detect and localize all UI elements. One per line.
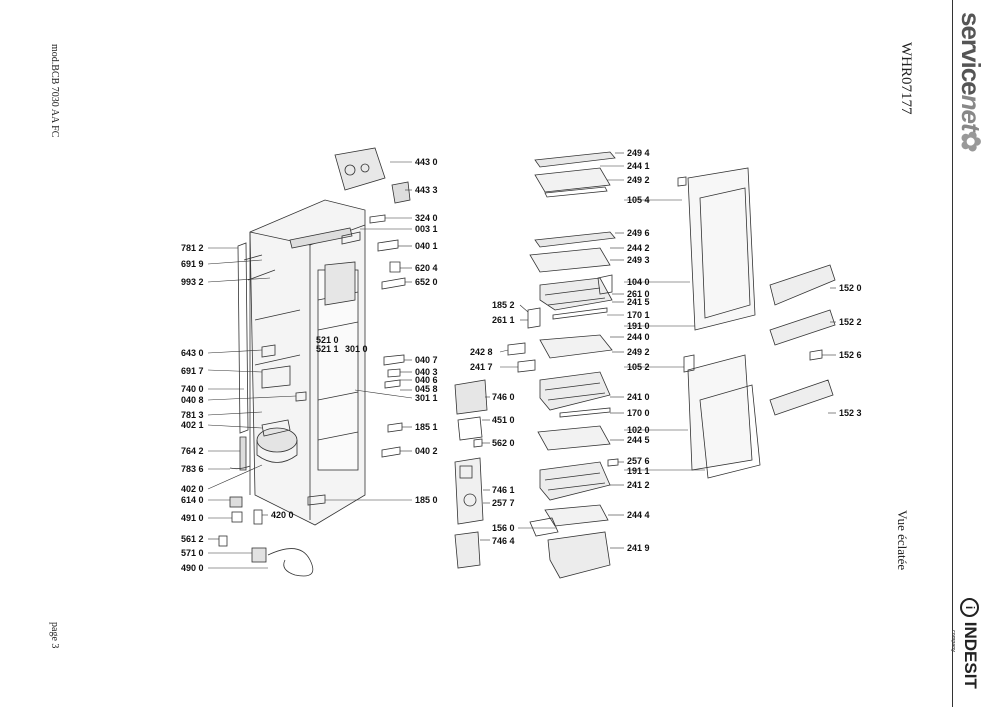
doors-drawing xyxy=(677,167,761,479)
part-label: 746 1 xyxy=(492,485,515,495)
thermostat-parts xyxy=(334,147,411,245)
part-label: 241 5 xyxy=(627,297,650,307)
part-label: 764 2 xyxy=(181,446,204,456)
part-label: 614 0 xyxy=(181,495,204,505)
part-label: 324 0 xyxy=(415,213,438,223)
part-label: 040 1 xyxy=(415,241,438,251)
part-label: 261 1 xyxy=(492,315,515,325)
part-label: 451 0 xyxy=(492,415,515,425)
part-label: 491 0 xyxy=(181,513,204,523)
part-label: 443 0 xyxy=(415,157,438,167)
part-label: 185 0 xyxy=(415,495,438,505)
part-label: 191 1 xyxy=(627,466,650,476)
part-label: 242 8 xyxy=(470,347,493,357)
part-label: 241 7 xyxy=(470,362,493,372)
part-label: 040 6 xyxy=(415,375,438,385)
part-label: 191 0 xyxy=(627,321,650,331)
part-label: 152 6 xyxy=(839,350,862,360)
part-label: 040 7 xyxy=(415,355,438,365)
part-label: 746 0 xyxy=(492,392,515,402)
part-label: 249 4 xyxy=(627,148,650,158)
part-label: 249 2 xyxy=(627,175,650,185)
part-label: 104 0 xyxy=(627,277,650,287)
part-label: 102 0 xyxy=(627,425,650,435)
part-label: 402 1 xyxy=(181,420,204,430)
part-label: 003 1 xyxy=(415,224,438,234)
part-label: 185 1 xyxy=(415,422,438,432)
part-label: 241 0 xyxy=(627,392,650,402)
part-label: 562 0 xyxy=(492,438,515,448)
part-label: 040 3 xyxy=(415,367,438,377)
part-label: 244 4 xyxy=(627,510,650,520)
part-label: 571 0 xyxy=(181,548,204,558)
part-label: 257 7 xyxy=(492,498,515,508)
part-label: 993 2 xyxy=(181,277,204,287)
part-label: 249 3 xyxy=(627,255,650,265)
shelves-and-drawers xyxy=(507,151,619,579)
part-label: 170 1 xyxy=(627,310,650,320)
part-label: 185 2 xyxy=(492,300,515,310)
part-label: 152 3 xyxy=(839,408,862,418)
sidebar-divider xyxy=(952,0,953,707)
part-label: 257 6 xyxy=(627,456,650,466)
part-label: 490 0 xyxy=(181,563,204,573)
part-label: 691 7 xyxy=(181,366,204,376)
part-label: 420 0 xyxy=(271,510,294,520)
part-label: 781 2 xyxy=(181,243,204,253)
part-label: 521 1 xyxy=(316,344,339,354)
compressor-drawing xyxy=(256,419,298,463)
part-label: 170 0 xyxy=(627,408,650,418)
cabinet-drawing xyxy=(249,199,366,526)
part-label: 691 9 xyxy=(181,259,204,269)
door-shelves xyxy=(769,264,836,416)
part-label: 244 1 xyxy=(627,161,650,171)
electrical-parts xyxy=(218,496,314,577)
part-label: 241 9 xyxy=(627,543,650,553)
part-label: 152 2 xyxy=(839,317,862,327)
part-label: 620 4 xyxy=(415,263,438,273)
part-label: 781 3 xyxy=(181,410,204,420)
part-label: 244 2 xyxy=(627,243,650,253)
part-label: 040 2 xyxy=(415,446,438,456)
part-label: 561 2 xyxy=(181,534,204,544)
part-label: 244 5 xyxy=(627,435,650,445)
part-label: 045 8 xyxy=(415,384,438,394)
small-clips xyxy=(261,239,406,506)
part-label: 249 6 xyxy=(627,228,650,238)
part-label: 156 0 xyxy=(492,523,515,533)
part-label: 301 1 xyxy=(415,393,438,403)
evaporator-parts xyxy=(454,379,488,569)
part-label: 241 2 xyxy=(627,480,650,490)
part-label: 521 0 xyxy=(316,335,339,345)
part-label: 040 8 xyxy=(181,395,204,405)
part-label: 249 2 xyxy=(627,347,650,357)
part-label: 783 6 xyxy=(181,464,204,474)
condenser-tubes xyxy=(229,242,276,471)
part-label: 402 0 xyxy=(181,484,204,494)
part-label: 261 0 xyxy=(627,289,650,299)
part-label: 443 3 xyxy=(415,185,438,195)
part-label: 643 0 xyxy=(181,348,204,358)
leader-lines xyxy=(207,152,836,569)
part-label: 105 4 xyxy=(627,195,650,205)
part-label: 301 0 xyxy=(345,344,368,354)
part-label: 152 0 xyxy=(839,283,862,293)
part-label: 746 4 xyxy=(492,536,515,546)
part-label: 652 0 xyxy=(415,277,438,287)
part-label: 740 0 xyxy=(181,384,204,394)
part-label: 244 0 xyxy=(627,332,650,342)
part-label: 105 2 xyxy=(627,362,650,372)
